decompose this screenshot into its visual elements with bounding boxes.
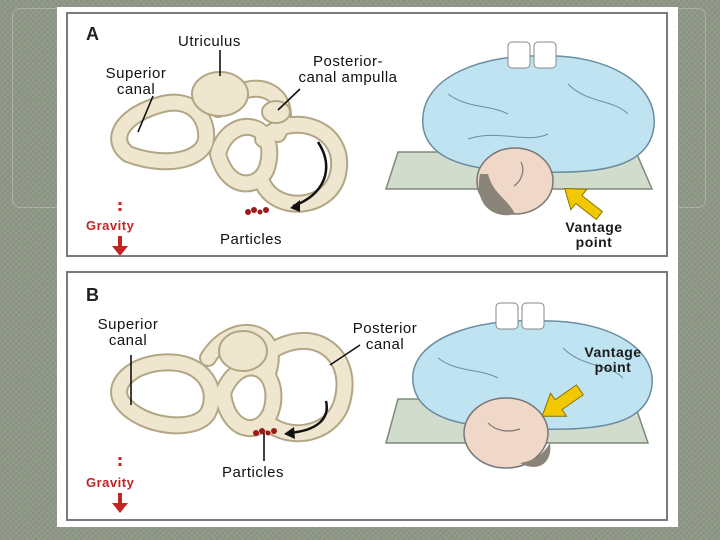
- foot-right: [533, 41, 557, 69]
- label-posterior-canal-line2: canal: [365, 336, 405, 353]
- ampulla-bulb: [261, 100, 291, 124]
- panel-a: A Utriculus Superior canal Posterior- ca…: [66, 12, 668, 257]
- label-superior-canal-line1: Superior: [105, 65, 167, 82]
- particle-motion-arrowhead: [290, 200, 300, 212]
- patient-hair: [520, 443, 551, 467]
- leader-lines: [137, 50, 301, 133]
- foot-left: [507, 41, 531, 69]
- label-superior-canal: Superior canal: [80, 317, 176, 349]
- gravity-arrow: [112, 202, 128, 255]
- panel-a-artwork: [110, 41, 655, 255]
- label-posterior-canal-line1: Posterior: [352, 320, 418, 337]
- particle-motion-arrow: [287, 400, 328, 435]
- particle-motion-arrow: [292, 141, 328, 208]
- panel-b-artwork: [110, 302, 653, 513]
- figure-sheet: A Utriculus Superior canal Posterior- ca…: [57, 7, 678, 527]
- particles-cluster: [245, 207, 269, 215]
- panel-b: B Superior canal Posterior canal Gravity…: [66, 271, 668, 521]
- label-vantage-line1: Vantage: [584, 344, 642, 360]
- label-superior-canal: Superior canal: [88, 66, 184, 98]
- utriculus-sac: [191, 71, 249, 117]
- label-gravity: Gravity: [86, 475, 135, 490]
- leader-lines: [130, 344, 361, 461]
- label-vantage-line1: Vantage: [565, 219, 623, 235]
- label-posterior-canal: Posterior canal: [330, 321, 440, 353]
- patient-hair: [478, 174, 515, 216]
- label-posterior-ampulla-line1: Posterior-: [312, 53, 384, 70]
- label-vantage-point: Vantage point: [546, 220, 642, 250]
- label-superior-canal-line1: Superior: [97, 316, 159, 333]
- label-vantage-line2: point: [575, 234, 613, 250]
- gravity-arrow: [112, 457, 128, 513]
- label-vantage-line2: point: [594, 359, 632, 375]
- patient-illustration: [384, 41, 655, 216]
- patient-illustration: [385, 302, 653, 469]
- label-superior-canal-line2: canal: [108, 332, 148, 349]
- label-gravity: Gravity: [86, 218, 135, 233]
- patient-head: [463, 397, 549, 469]
- label-utriculus: Utriculus: [178, 33, 241, 50]
- foot-right: [521, 302, 545, 330]
- utriculus-sac: [218, 330, 268, 372]
- vantage-arrow: [563, 187, 604, 221]
- label-particles: Particles: [222, 464, 285, 481]
- label-particles: Particles: [220, 231, 283, 248]
- foot-left: [495, 302, 519, 330]
- panel-a-letter: A: [86, 24, 100, 44]
- vantage-arrow: [541, 384, 584, 417]
- panel-b-letter: B: [86, 285, 100, 305]
- label-posterior-ampulla: Posterior- canal ampulla: [273, 54, 423, 86]
- particle-motion-arrowhead: [284, 427, 295, 439]
- particles-cluster: [253, 428, 277, 436]
- label-superior-canal-line2: canal: [116, 81, 156, 98]
- label-posterior-ampulla-line2: canal ampulla: [298, 69, 398, 86]
- label-vantage-point: Vantage point: [568, 345, 658, 375]
